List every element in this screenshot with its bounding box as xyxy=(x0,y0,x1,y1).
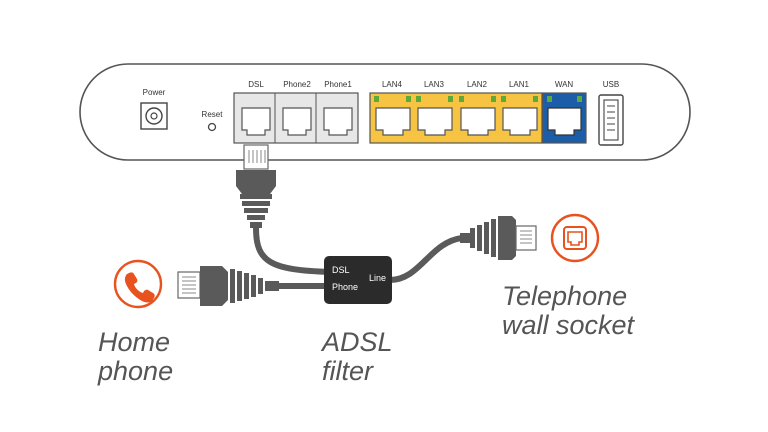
adsl-filter-caption-line1: ADSL xyxy=(322,327,393,357)
power-port: Power xyxy=(140,88,168,130)
lan3-port-label: LAN3 xyxy=(424,80,445,89)
usb-port-label: USB xyxy=(603,80,619,89)
phone2-port-label: Phone2 xyxy=(283,80,311,89)
phone-handset-icon xyxy=(113,259,163,309)
wan-port xyxy=(542,92,587,144)
dsl-cable xyxy=(253,227,331,275)
dsl-port xyxy=(241,107,271,136)
wall-socket-caption-line1: Telephone xyxy=(502,281,628,311)
lan2-port xyxy=(459,96,496,136)
adsl-filter-box: DSL Phone Line xyxy=(324,256,392,304)
filter-phone-label: Phone xyxy=(332,282,358,292)
lan1-port xyxy=(501,96,538,136)
phone-socket-icon xyxy=(550,213,600,263)
dsl-port-label: DSL xyxy=(248,80,264,89)
line-cable xyxy=(389,235,463,283)
reset-label: Reset xyxy=(202,110,224,119)
phone-ports-group xyxy=(233,92,359,144)
filter-dsl-label: DSL xyxy=(332,265,350,275)
lan-ports-group xyxy=(369,92,543,144)
home-phone-caption-line2: phone xyxy=(98,356,174,386)
lan3-port xyxy=(416,96,453,136)
home-phone-plug xyxy=(177,266,279,306)
lan2-port-label: LAN2 xyxy=(467,80,488,89)
filter-line-label: Line xyxy=(369,273,386,283)
wall-socket-caption-line2: wall socket xyxy=(502,310,635,340)
reset-button: Reset xyxy=(202,110,224,132)
phone1-port xyxy=(323,107,353,136)
wall-socket-plug xyxy=(460,216,537,260)
lan1-port-label: LAN1 xyxy=(509,80,530,89)
wall-socket-caption: Telephone wall socket xyxy=(502,282,634,340)
phone2-port xyxy=(282,107,312,136)
power-label: Power xyxy=(143,88,166,97)
adsl-filter-caption-line2: filter xyxy=(322,356,374,386)
phone1-port-label: Phone1 xyxy=(324,80,352,89)
adsl-filter-caption: ADSL filter xyxy=(322,328,393,386)
dsl-plug xyxy=(236,144,276,228)
lan4-port-label: LAN4 xyxy=(382,80,403,89)
home-phone-caption-line1: Home xyxy=(98,327,171,357)
lan4-port xyxy=(374,96,411,136)
home-phone-caption: Home phone xyxy=(98,328,173,386)
wan-port-label: WAN xyxy=(555,80,574,89)
usb-port xyxy=(598,94,624,146)
